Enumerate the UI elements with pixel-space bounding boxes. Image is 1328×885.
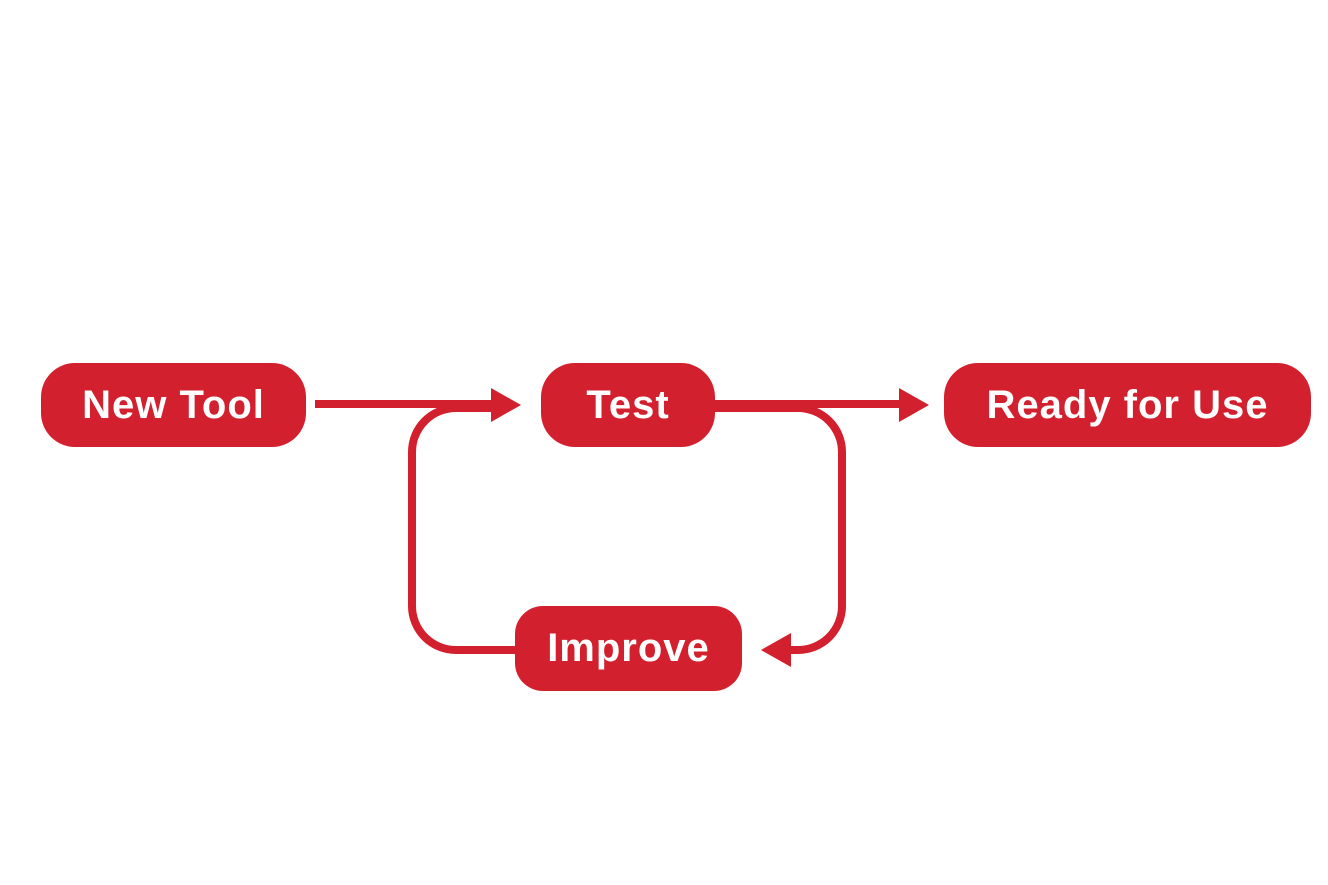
node-ready-for-use: Ready for Use bbox=[944, 363, 1311, 447]
arrow-improve-to-test bbox=[408, 404, 515, 654]
node-improve: Improve bbox=[515, 606, 742, 691]
node-test: Test bbox=[541, 363, 715, 447]
arrow-test-to-improve bbox=[715, 404, 846, 667]
node-new-tool: New Tool bbox=[41, 363, 306, 447]
